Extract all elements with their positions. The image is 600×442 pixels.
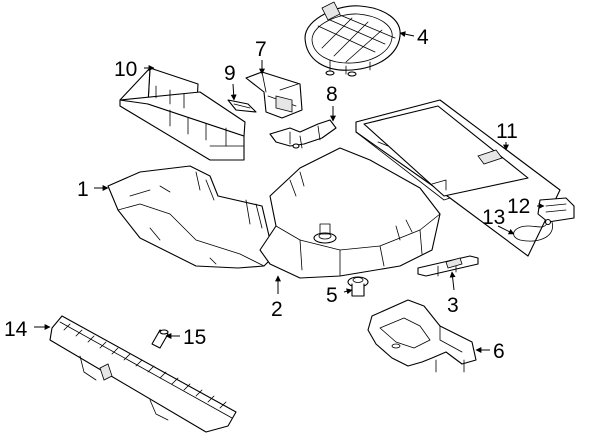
- callout-14: 14: [4, 318, 28, 341]
- callout-12: 12: [507, 195, 530, 218]
- callout-15: 15: [183, 326, 206, 349]
- part-4-tool-tray: [304, 1, 401, 77]
- callout-6: 6: [493, 340, 505, 363]
- leader-5: [343, 288, 353, 295]
- part-11-floor-panel: [355, 99, 561, 257]
- leader-3: [449, 271, 456, 291]
- leader-4: [399, 31, 415, 38]
- callout-1: 1: [77, 178, 89, 201]
- part-14-sill-plate: [49, 315, 237, 433]
- callout-labels: 1 2 3 4 5 6 7 8 9 10 11 12 13 14 15: [4, 26, 530, 363]
- part-8-bracket: [269, 119, 337, 149]
- callout-9: 9: [224, 62, 236, 85]
- leader-13: [497, 225, 515, 235]
- part-5-fastener: [347, 276, 369, 297]
- part-12-sensor: [537, 197, 575, 223]
- part-15-cap: [151, 329, 169, 349]
- callout-3: 3: [447, 294, 459, 317]
- part-6-plate: [367, 299, 477, 373]
- callout-4: 4: [417, 26, 429, 49]
- callout-10: 10: [114, 58, 137, 81]
- part-3-bracket: [417, 255, 479, 277]
- part-7-bracket: [245, 71, 303, 119]
- callout-13: 13: [482, 206, 505, 229]
- callout-2: 2: [271, 298, 283, 321]
- callout-8: 8: [326, 83, 338, 106]
- callout-7: 7: [255, 38, 267, 61]
- part-2-floor-tray: [259, 147, 441, 279]
- callout-leaders: [34, 31, 545, 353]
- part-1-trim: [107, 165, 281, 269]
- part-9-clip: [227, 99, 257, 113]
- callout-5: 5: [326, 284, 338, 307]
- callout-11: 11: [496, 120, 518, 143]
- leader-9: [230, 83, 237, 101]
- part-10-storage-box: [119, 67, 246, 161]
